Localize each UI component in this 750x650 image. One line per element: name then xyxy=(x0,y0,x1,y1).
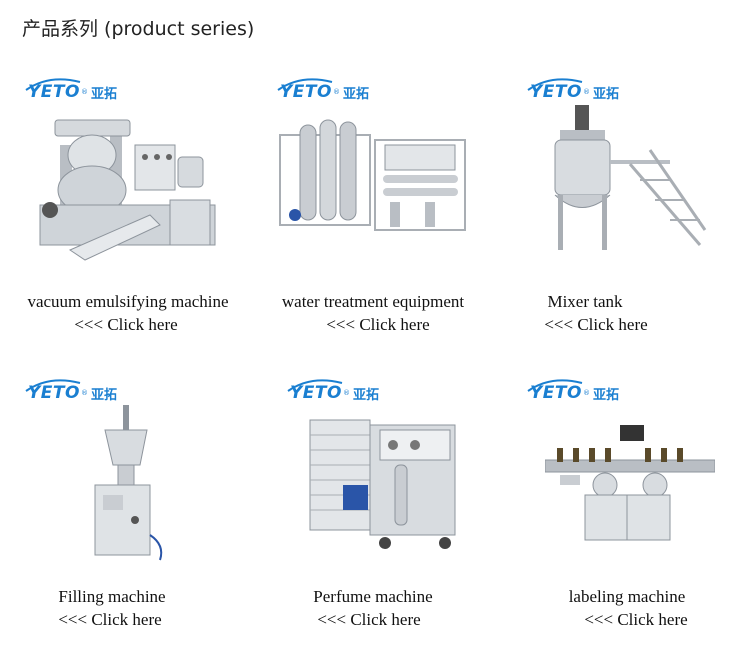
yeto-logo: YETO® 亚拓 xyxy=(527,78,619,102)
click-here-link[interactable]: <<< Click here xyxy=(584,610,688,629)
click-here-link[interactable]: <<< Click here xyxy=(74,315,178,334)
filling-machine-image[interactable] xyxy=(85,400,175,565)
product-name: vacuum emulsifying machine xyxy=(27,292,229,311)
labeling-machine-image[interactable] xyxy=(545,420,715,550)
logo-swoosh-icon xyxy=(25,78,81,91)
vacuum-emulsifying-machine-image[interactable] xyxy=(30,105,230,265)
click-here-link[interactable]: <<< Click here xyxy=(544,315,648,334)
product-name: Filling machine xyxy=(58,587,166,606)
click-here-link[interactable]: <<< Click here xyxy=(58,610,162,629)
mixer-tank-image[interactable] xyxy=(540,100,710,260)
logo-swoosh-icon xyxy=(287,379,343,392)
water-treatment-equipment-image[interactable] xyxy=(275,110,475,250)
logo-swoosh-icon xyxy=(527,78,583,91)
click-here-link[interactable]: <<< Click here xyxy=(326,315,430,334)
yeto-logo: YETO® 亚拓 xyxy=(277,78,369,102)
product-name: Mixer tank xyxy=(547,292,623,311)
yeto-logo: YETO® 亚拓 xyxy=(25,78,117,102)
yeto-logo: YETO® 亚拓 xyxy=(527,379,619,403)
logo-swoosh-icon xyxy=(527,379,583,392)
page-title: 产品系列 (product series) xyxy=(22,18,255,40)
product-name: labeling machine xyxy=(568,587,686,606)
logo-swoosh-icon xyxy=(25,379,81,392)
perfume-machine-image[interactable] xyxy=(305,405,465,555)
logo-swoosh-icon xyxy=(277,78,333,91)
yeto-logo: YETO® 亚拓 xyxy=(287,379,379,403)
product-name: water treatment equipment xyxy=(281,292,465,311)
click-here-link[interactable]: <<< Click here xyxy=(317,610,421,629)
product-name: Perfume machine xyxy=(313,587,433,606)
yeto-logo: YETO® 亚拓 xyxy=(25,379,117,403)
